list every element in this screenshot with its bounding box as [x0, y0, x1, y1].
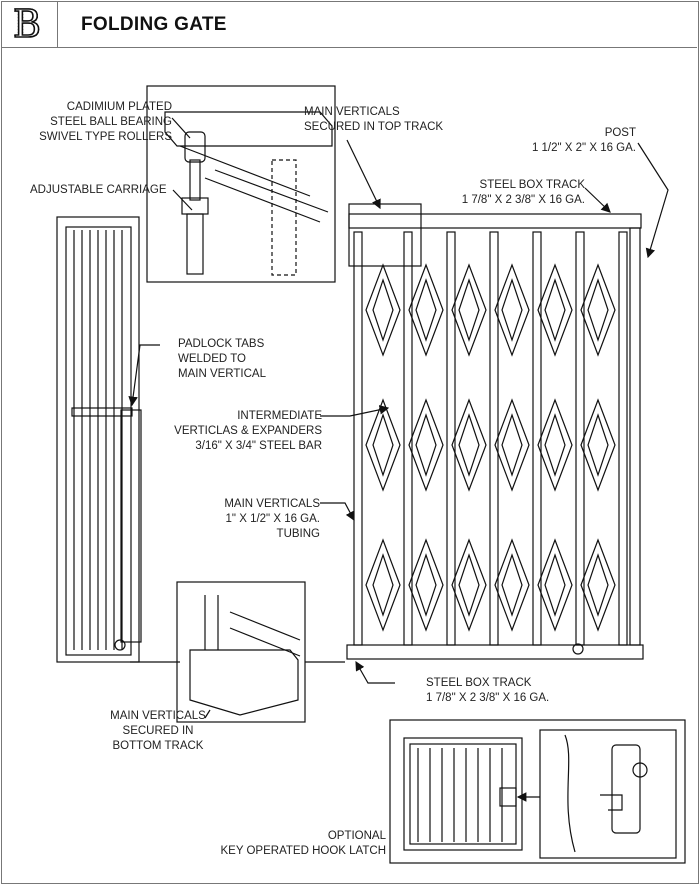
expander-lattice [365, 263, 616, 632]
expander-diamond [580, 263, 616, 357]
expander-diamond [451, 398, 487, 492]
label-post: POST 1 1/2" X 2" X 16 GA. [531, 127, 636, 154]
label-rollers: CADIMIUM PLATED STEEL BALL BEARING SWIVE… [39, 101, 172, 143]
expander-diamond [408, 398, 444, 492]
folded-gate [56, 216, 142, 663]
label-carriage: ADJUSTABLE CARRIAGE [30, 184, 167, 196]
expander-diamond [580, 538, 616, 632]
expander-diamond [365, 263, 401, 357]
expander-diamond [537, 538, 573, 632]
label-steel-box-bottom: STEEL BOX TRACK 1 7/8" X 2 3/8" X 16 GA. [426, 677, 550, 704]
expander-diamond [537, 398, 573, 492]
expander-diamond [494, 398, 530, 492]
expander-diamond [494, 538, 530, 632]
latch-inset [389, 719, 686, 864]
expander-diamond [451, 263, 487, 357]
label-bottom-track: MAIN VERTICALS SECURED IN BOTTOM TRACK [110, 710, 206, 752]
logo: B [1, 1, 58, 47]
label-padlock: PADLOCK TABS WELDED TO MAIN VERTICAL [178, 338, 266, 380]
label-top-track: MAIN VERTICALS SECURED IN TOP TRACK [304, 106, 444, 133]
logo-letter: B [12, 2, 42, 46]
expander-diamond [494, 263, 530, 357]
top-inset [146, 85, 336, 283]
expander-diamond [451, 538, 487, 632]
expander-diamond [580, 398, 616, 492]
expander-diamond [408, 538, 444, 632]
expander-diamond [365, 398, 401, 492]
expander-diamond [365, 538, 401, 632]
expander-diamond [408, 263, 444, 357]
label-latch: OPTIONAL KEY OPERATED HOOK LATCH [220, 830, 386, 857]
expander-diamond [537, 263, 573, 357]
header-bar: B FOLDING GATE [1, 1, 697, 48]
page-title: FOLDING GATE [81, 14, 227, 35]
label-steel-box-top: STEEL BOX TRACK 1 7/8" X 2 3/8" X 16 GA. [461, 179, 585, 206]
label-main-verticals: MAIN VERTICALS 1" X 1/2" X 16 GA. TUBING [224, 498, 320, 540]
bottom-inset [176, 581, 306, 723]
label-intermediate: INTERMEDIATE VERTICLAS & EXPANDERS 3/16"… [174, 410, 322, 452]
